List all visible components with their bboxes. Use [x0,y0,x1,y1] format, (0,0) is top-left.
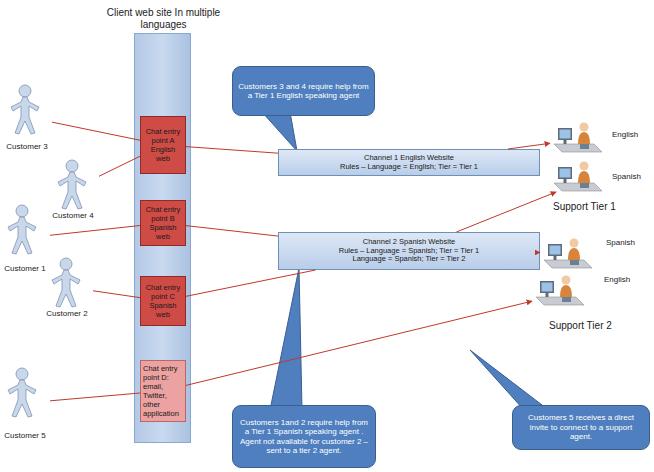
agent-workstation [544,239,592,269]
agent-station: Spanish [540,236,640,270]
chat-route [456,192,556,232]
chat-route [186,270,316,296]
customer-node: Customer 2 [41,256,93,318]
site-band: Client web site In multiple languagesCha… [134,33,191,443]
callout-text: Customers 3 and 4 require help from a Ti… [238,82,369,101]
chat-route [50,226,140,236]
customer-label: Customer 2 [35,309,99,318]
agent-language: English [604,275,630,284]
channel-text: Language = Spanish; Tier = Tier 2 [283,255,535,264]
channel-text: Rules – Language = English; Tier = Tier … [283,163,535,172]
channel-text: Channel 2 Spanish Website [283,238,535,247]
callout-pointer [270,268,302,410]
entry-label: Chat entry point A English web [143,127,183,163]
callout-text: Customers 1and 2 require help from a Tie… [238,418,370,456]
customer-figure [8,205,36,254]
agent-language: Spanish [612,172,641,181]
chat-route [52,122,140,140]
customer-figure [11,85,39,134]
callout-bubble: Customers 3 and 4 require help from a Ti… [232,66,375,116]
agent-station: English [550,122,642,152]
chat-entry-point: Chat entry point B Spanish web [140,200,186,246]
customer-node: Customer 5 [0,366,50,440]
chat-entry-point: Chat entry point D: email, Twitter, othe… [140,360,186,422]
chat-entry-point: Chat entry point A English web [140,116,186,174]
customer-figure [52,258,80,307]
agent-workstation [554,162,602,192]
agent-workstation [536,276,584,306]
callout-bubble: Customers 5 receives a direct invite to … [512,405,650,450]
customer-node: Customer 3 [2,83,52,151]
customer-figure [8,368,36,417]
agent-station: Spanish [550,160,642,192]
chat-route [508,143,550,149]
tier-label: Support Tier 2 [549,320,612,331]
chat-route [50,393,140,401]
customer-label: Customer 3 [0,142,58,151]
customer-label: Customer 1 [0,264,56,273]
entry-label: Chat entry point D: email, Twitter, othe… [143,364,183,418]
chat-route [186,147,278,154]
customer-label: Customer 4 [41,211,105,220]
entry-label: Chat entry point B Spanish web [143,205,183,241]
callout-pointer [262,112,297,151]
customer-node: Customer 4 [47,158,99,220]
agent-workstation [554,123,602,153]
callout-pointer [470,350,546,410]
channel-box: Channel 2 Spanish WebsiteRules – Languag… [278,232,540,270]
entry-label: Chat entry point C Spanish web [143,283,183,319]
agent-station: English [532,272,632,306]
channel-text: Channel 1 English Website [283,154,535,163]
chat-route [186,226,278,236]
customer-figure [58,160,86,209]
chat-route [186,301,532,385]
agent-language: Spanish [606,238,635,247]
channel-text: Rules – Language = Spanish; Tier = Tier … [283,247,535,256]
chat-route [99,156,140,176]
channel-box: Channel 1 English WebsiteRules – Languag… [278,149,540,176]
tier-label: Support Tier 1 [553,201,616,212]
callout-bubble: Customers 1and 2 require help from a Tie… [232,405,376,468]
chat-entry-point: Chat entry point C Spanish web [140,276,186,326]
customer-label: Customer 5 [0,431,56,440]
agent-language: English [612,130,638,139]
callout-text: Customers 5 receives a direct invite to … [518,413,644,442]
chat-route [93,291,140,298]
customer-node: Customer 1 [0,203,50,273]
band-heading: Client web site In multiple languages [103,7,224,30]
